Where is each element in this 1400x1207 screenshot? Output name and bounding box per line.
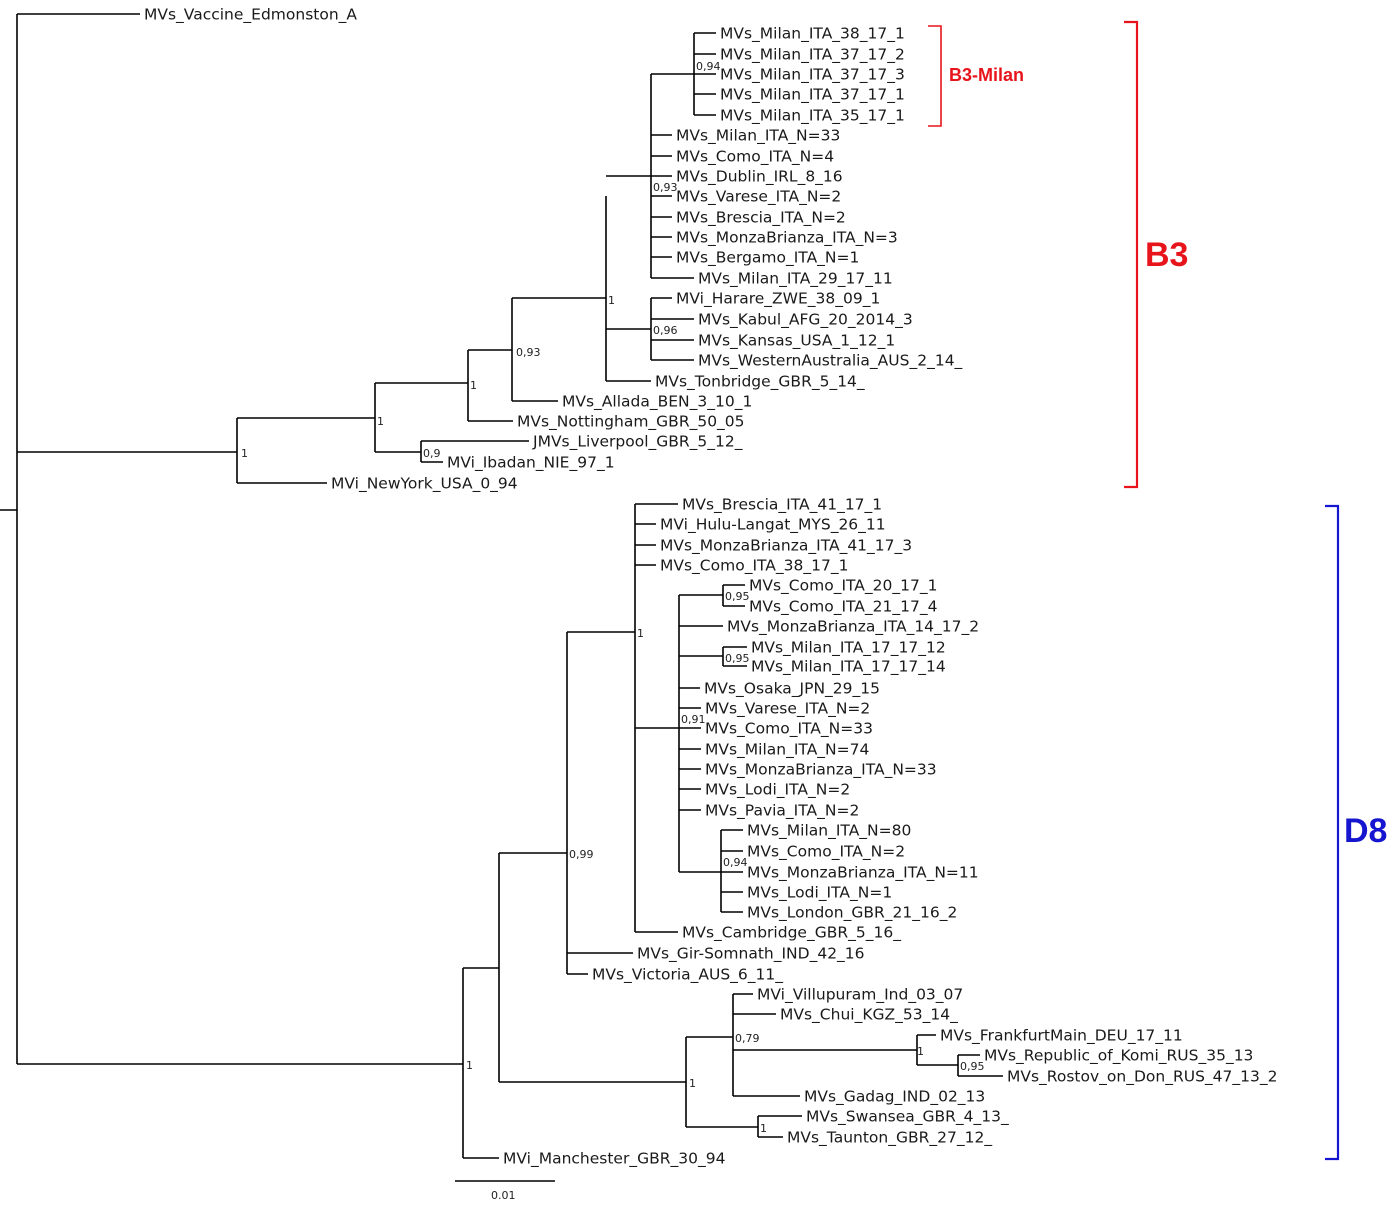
bracket-b3-milan — [928, 25, 942, 127]
tip-label: MVs_Como_ITA_20_17_1 — [749, 577, 937, 596]
group-label-d8: D8 — [1344, 812, 1387, 850]
support-value: 0,95 — [725, 652, 750, 665]
bracket-b3 — [1124, 20, 1139, 489]
support-value: 0,99 — [569, 848, 594, 861]
support-value: 1 — [689, 1077, 696, 1090]
tip-label: MVi_NewYork_USA_0_94 — [331, 475, 518, 494]
support-value: 1 — [637, 627, 644, 640]
tip-label: MVs_Como_ITA_21_17_4 — [749, 598, 937, 617]
tip-label: MVs_Como_ITA_38_17_1 — [660, 557, 848, 576]
support-value: 0,94 — [696, 60, 721, 73]
group-label-b3: B3 — [1145, 236, 1188, 274]
tip-label: MVs_Swansea_GBR_4_13_ — [806, 1108, 1009, 1127]
support-values: 0,940,9310,960,93110,910,950,950,910,941… — [241, 60, 985, 1135]
tip-label: MVs_Osaka_JPN_29_15 — [704, 680, 880, 699]
tip-label: MVs_Victoria_AUS_6_11_ — [592, 966, 783, 985]
tip-label: MVs_Vaccine_Edmonston_A — [144, 6, 357, 25]
tip-label: MVs_Chui_KGZ_53_14_ — [780, 1006, 958, 1025]
support-value: 0,91 — [681, 713, 706, 726]
tip-label: MVs_MonzaBrianza_ITA_41_17_3 — [660, 537, 912, 556]
tip-label: MVi_Hulu-Langat_MYS_26_11 — [660, 516, 886, 535]
tip-label: MVi_Ibadan_NIE_97_1 — [447, 454, 615, 473]
tip-label: MVs_Varese_ITA_N=2 — [676, 188, 841, 207]
tip-label: MVs_Brescia_ITA_41_17_1 — [682, 496, 882, 515]
tip-label: MVi_Manchester_GBR_30_94 — [503, 1150, 725, 1169]
tip-label: MVs_Dublin_IRL_8_16 — [676, 168, 843, 187]
group-label-b3-milan: B3-Milan — [949, 65, 1024, 85]
tip-label: MVs_Como_ITA_N=4 — [676, 148, 834, 167]
support-value: 0,93 — [653, 181, 678, 194]
support-value: 1 — [760, 1122, 767, 1135]
tip-label: MVs_Como_ITA_N=33 — [705, 720, 873, 739]
tip-label: MVs_MonzaBrianza_ITA_N=11 — [747, 864, 979, 883]
support-value: 1 — [917, 1045, 924, 1058]
bracket-d8 — [1325, 504, 1340, 1161]
support-value: 0,95 — [725, 590, 750, 603]
tip-label: MVs_Brescia_ITA_N=2 — [676, 209, 846, 228]
tip-label: MVs_Milan_ITA_17_17_14 — [751, 658, 946, 677]
support-value: 0,94 — [723, 856, 748, 869]
tip-label: MVs_Milan_ITA_38_17_1 — [720, 25, 905, 44]
tip-label: MVs_Bergamo_ITA_N=1 — [676, 249, 859, 268]
support-value: 1 — [377, 415, 384, 428]
tip-label: MVs_Lodi_ITA_N=2 — [705, 781, 850, 800]
tip-label: MVs_Milan_ITA_17_17_12 — [751, 639, 946, 658]
tip-label: MVs_Milan_ITA_N=74 — [705, 741, 869, 760]
scale-bar-label: 0.01 — [491, 1189, 516, 1202]
tip-label: MVs_Lodi_ITA_N=1 — [747, 884, 892, 903]
tip-label: MVs_Taunton_GBR_27_12_ — [787, 1129, 992, 1148]
tip-label: MVs_Cambridge_GBR_5_16_ — [682, 924, 901, 943]
tip-label: MVs_Gir-Somnath_IND_42_16 — [637, 945, 865, 964]
tip-label: MVs_Kansas_USA_1_12_1 — [698, 332, 895, 351]
tip-label: MVs_MonzaBrianza_ITA_N=3 — [676, 229, 898, 248]
support-value: 0,79 — [735, 1032, 760, 1045]
tip-label: MVs_Varese_ITA_N=2 — [705, 700, 870, 719]
tip-label: MVs_Gadag_IND_02_13 — [804, 1088, 985, 1107]
tip-label: JMVs_Liverpool_GBR_5_12_ — [532, 433, 743, 452]
support-value: 1 — [466, 1059, 473, 1072]
tip-label: MVi_Harare_ZWE_38_09_1 — [676, 290, 880, 309]
tip-label: MVs_Milan_ITA_37_17_1 — [720, 86, 905, 105]
tip-label: MVs_Milan_ITA_35_17_1 — [720, 107, 905, 126]
support-value: 0,95 — [960, 1060, 985, 1073]
tip-label: MVs_WesternAustralia_AUS_2_14_ — [698, 352, 963, 371]
support-value: 0,93 — [516, 346, 541, 359]
support-value: 0,9 — [423, 447, 441, 460]
tip-label: MVs_Pavia_ITA_N=2 — [705, 802, 859, 821]
tip-label: MVs_Milan_ITA_37_17_2 — [720, 46, 905, 65]
tip-label: MVs_MonzaBrianza_ITA_N=33 — [705, 761, 937, 780]
support-value: 1 — [470, 379, 477, 392]
tip-label: MVs_Como_ITA_N=2 — [747, 843, 905, 862]
tip-label: MVs_Milan_ITA_37_17_3 — [720, 66, 905, 85]
tip-label: MVs_FrankfurtMain_DEU_17_11 — [940, 1027, 1183, 1046]
tip-label: MVs_Allada_BEN_3_10_1 — [562, 393, 752, 412]
tip-label: MVs_Kabul_AFG_20_2014_3 — [698, 311, 913, 330]
tip-label: MVs_Milan_ITA_29_17_11 — [698, 270, 893, 289]
support-value: 0,96 — [653, 324, 678, 337]
tip-label: MVs_Tonbridge_GBR_5_14_ — [655, 373, 865, 392]
tip-label: MVs_Nottingham_GBR_50_05 — [517, 413, 745, 432]
tree-branches — [0, 13, 1003, 1159]
tip-label: MVs_Republic_of_Komi_RUS_35_13 — [984, 1047, 1253, 1066]
support-value: 1 — [608, 294, 615, 307]
tip-label: MVs_London_GBR_21_16_2 — [747, 904, 957, 923]
support-value: 1 — [241, 447, 248, 460]
tip-label: MVs_Rostov_on_Don_RUS_47_13_2 — [1007, 1068, 1277, 1087]
tip-label: MVs_Milan_ITA_N=33 — [676, 127, 840, 146]
tip-labels: MVs_Vaccine_Edmonston_A MVs_Milan_ITA_38_… — [144, 6, 1277, 1169]
tip-label: MVi_Villupuram_Ind_03_07 — [757, 986, 963, 1005]
tip-label: MVs_Milan_ITA_N=80 — [747, 822, 911, 841]
tip-label: MVs_MonzaBrianza_ITA_14_17_2 — [727, 618, 979, 637]
